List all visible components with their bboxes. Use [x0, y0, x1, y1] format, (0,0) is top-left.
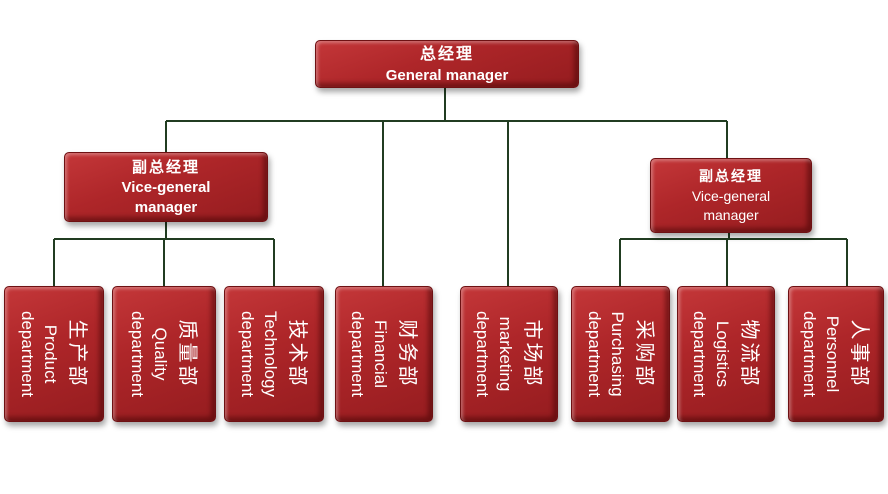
box-vice-general-manager-left: 副总经理 Vice-general manager [64, 152, 268, 222]
dept-label-rotated: 财务部 Financial department [336, 288, 432, 420]
dept-product-zh: 生产部 [66, 319, 88, 389]
dept-product-en2: department [18, 311, 37, 397]
box-dept-marketing: 市场部 marketing department [460, 286, 558, 422]
dept-label-rotated: 人事部 Personnel department [788, 288, 884, 420]
dept-label-rotated: 质量部 Quality department [116, 288, 212, 420]
box-vice-general-manager-right: 副总经理 Vice-general manager [650, 158, 812, 233]
dept-purchasing-en1: Purchasing [607, 311, 627, 397]
dept-purchasing-en2: department [584, 311, 604, 397]
dept-financial-en1: Financial [371, 319, 390, 389]
box-general-manager: 总经理 General manager [315, 40, 579, 88]
vice-general-left-label-en: Vice-general manager [121, 178, 211, 216]
dept-financial-zh: 财务部 [396, 319, 418, 389]
dept-logistics-en2: department [690, 311, 709, 397]
vice-general-right-label-zh: 副总经理 [699, 168, 763, 184]
dept-technology-en2: department [238, 311, 257, 397]
dept-logistics-en1: Logistics [713, 320, 732, 388]
box-dept-personnel: 人事部 Personnel department [788, 286, 884, 422]
dept-marketing-zh: 市场部 [521, 319, 543, 389]
dept-logistics-zh: 物流部 [738, 319, 760, 389]
dept-personnel-en1: Personnel [823, 315, 842, 393]
dept-label-rotated: 采购部 Purchasing department [573, 288, 669, 420]
box-dept-technology: 技术部 Technology department [224, 286, 324, 422]
dept-marketing-en1: marketing [496, 316, 515, 392]
general-manager-label-zh: 总经理 [419, 45, 474, 63]
box-dept-quality: 质量部 Quality department [112, 286, 216, 422]
dept-financial-en2: department [348, 311, 367, 397]
dept-technology-zh: 技术部 [286, 319, 308, 389]
box-dept-product: 生产部 Product department [4, 286, 104, 422]
dept-quality-en2: department [128, 311, 147, 397]
general-manager-label-en: General manager [385, 66, 509, 84]
dept-marketing-en2: department [473, 311, 492, 397]
dept-label-rotated: 物流部 Logistics department [678, 288, 774, 420]
dept-product-en1: Product [41, 324, 60, 384]
box-dept-purchasing: 采购部 Purchasing department [571, 286, 670, 422]
dept-quality-en1: Quality [151, 327, 170, 381]
dept-label-rotated: 技术部 Technology department [226, 288, 322, 420]
dept-technology-en1: Technology [261, 310, 280, 397]
vice-general-left-label-zh: 副总经理 [131, 158, 200, 176]
box-dept-financial: 财务部 Financial department [335, 286, 433, 422]
vice-general-right-label-en: Vice-general manager [691, 188, 771, 223]
box-dept-logistics: 物流部 Logistics department [677, 286, 775, 422]
dept-label-rotated: 市场部 marketing department [461, 288, 557, 420]
dept-purchasing-zh: 采购部 [632, 319, 655, 389]
dept-personnel-zh: 人事部 [848, 319, 870, 389]
dept-label-rotated: 生产部 Product department [6, 288, 102, 420]
dept-personnel-en2: department [800, 311, 819, 397]
dept-quality-zh: 质量部 [176, 319, 198, 389]
